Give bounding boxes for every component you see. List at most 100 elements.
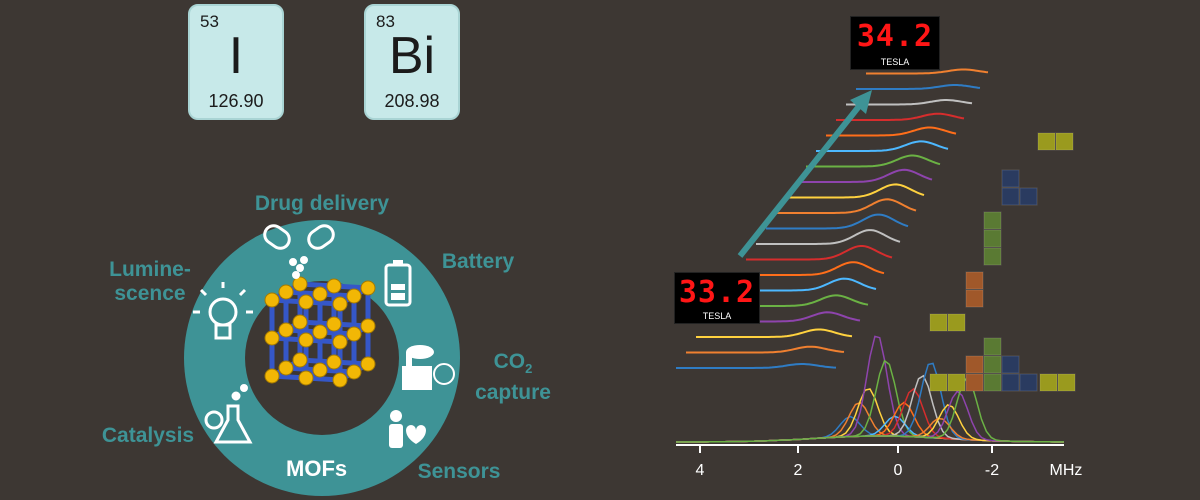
field-display-high: 34.2 TESLA	[850, 16, 940, 70]
lattice-node	[360, 280, 376, 296]
lattice-node	[278, 284, 294, 300]
label-luminescence: Lumine- scence	[100, 258, 200, 306]
lattice-node	[346, 364, 362, 380]
tetris-block	[1001, 169, 1020, 188]
label-co2-capture: CO2 capture	[458, 350, 568, 405]
summed-spectra	[676, 335, 1064, 443]
tetris-block	[965, 271, 984, 290]
tetris-blocks	[929, 132, 1076, 392]
x-tick-label-neg2: -2	[984, 462, 1000, 479]
spectrum-line	[756, 229, 901, 245]
spectrum-line	[776, 198, 917, 214]
tetris-block	[947, 313, 966, 332]
field-display-low: 33.2 TESLA	[674, 272, 760, 324]
lattice-node	[346, 326, 362, 342]
atomic-number: 83	[376, 12, 395, 31]
label-drug-delivery: Drug delivery	[254, 192, 390, 215]
field-value-low: 33.2	[678, 275, 756, 310]
component-spectrum	[676, 415, 1064, 443]
spectrum-line	[766, 213, 909, 230]
spectrum-line	[826, 126, 957, 137]
tetris-block	[1057, 373, 1076, 392]
tetris-block	[929, 373, 948, 392]
pills-icon	[263, 224, 335, 279]
tetris-block	[947, 373, 966, 392]
component-spectrum	[676, 415, 1064, 443]
spectrum-line	[676, 363, 837, 369]
battery-icon	[384, 260, 412, 307]
spectrum-line	[866, 68, 989, 75]
x-tick-label-2: 2	[793, 462, 803, 479]
atomic-mass: 126.90	[208, 91, 264, 111]
lattice-node	[326, 316, 342, 332]
field-unit-high: TESLA	[880, 57, 910, 67]
lattice-node	[360, 356, 376, 372]
tetris-block	[965, 355, 984, 374]
mofs-label: MOFs	[286, 456, 348, 481]
atomic-mass: 208.98	[384, 91, 440, 111]
label-luminescence-line2: scence	[114, 282, 186, 305]
lattice-node	[312, 324, 328, 340]
lattice-node	[298, 294, 314, 310]
lattice-node	[332, 372, 348, 388]
tetris-block	[983, 355, 1002, 374]
spectrum-line	[806, 154, 941, 168]
mof-lattice-icon	[264, 276, 376, 388]
lattice-node	[292, 314, 308, 330]
factory-co2-icon	[402, 345, 455, 390]
spectrum-line	[816, 140, 949, 152]
component-spectrum	[676, 417, 1064, 443]
tetris-block	[929, 313, 948, 332]
element-tile-iodine: 53 I 126.90	[188, 4, 284, 120]
x-axis-unit: MHz	[1049, 462, 1083, 479]
lattice-node	[326, 354, 342, 370]
lattice-node	[346, 288, 362, 304]
tetris-block	[1037, 132, 1056, 151]
label-luminescence-line1: Lumine-	[109, 258, 191, 281]
co2-text: CO	[493, 350, 526, 373]
component-spectrum	[676, 376, 1064, 443]
flask-gear-icon	[204, 384, 253, 444]
tetris-block	[1019, 187, 1038, 206]
element-symbol: Bi	[388, 27, 436, 85]
lattice-node	[264, 330, 280, 346]
lattice-node	[292, 352, 308, 368]
spectrum-line	[786, 183, 925, 199]
spectrum-line	[746, 245, 893, 261]
lattice-node	[332, 334, 348, 350]
tetris-block	[983, 211, 1002, 230]
lattice-node	[312, 362, 328, 378]
element-tile-bismuth: 83 Bi 208.98	[364, 4, 460, 120]
tetris-block	[1001, 373, 1020, 392]
label-sensors: Sensors	[417, 460, 501, 483]
tetris-block	[1001, 355, 1020, 374]
lattice-node	[264, 368, 280, 384]
label-catalysis: Catalysis	[101, 424, 195, 447]
person-heart-icon	[389, 410, 426, 448]
co2-subscript: 2	[525, 361, 533, 377]
field-arrow-head	[850, 90, 872, 114]
tetris-block	[983, 337, 1002, 356]
spectrum-line	[736, 261, 885, 276]
lattice-node	[264, 292, 280, 308]
lattice-node	[298, 332, 314, 348]
spectrum-line	[836, 112, 965, 121]
lattice-node	[278, 360, 294, 376]
lattice-node	[292, 276, 308, 292]
tetris-block	[965, 289, 984, 308]
lattice-node	[326, 278, 342, 294]
lightbulb-icon	[193, 282, 253, 340]
tetris-block	[1055, 132, 1074, 151]
tetris-block	[965, 373, 984, 392]
tetris-block	[983, 373, 1002, 392]
field-unit-low: TESLA	[702, 311, 732, 321]
lattice-node	[278, 322, 294, 338]
lattice-node	[312, 286, 328, 302]
spectrum-line	[796, 168, 933, 183]
label-battery: Battery	[441, 250, 515, 273]
field-value-high: 34.2	[856, 19, 934, 54]
field-arrow	[737, 98, 867, 258]
x-tick-label-4: 4	[695, 462, 705, 479]
